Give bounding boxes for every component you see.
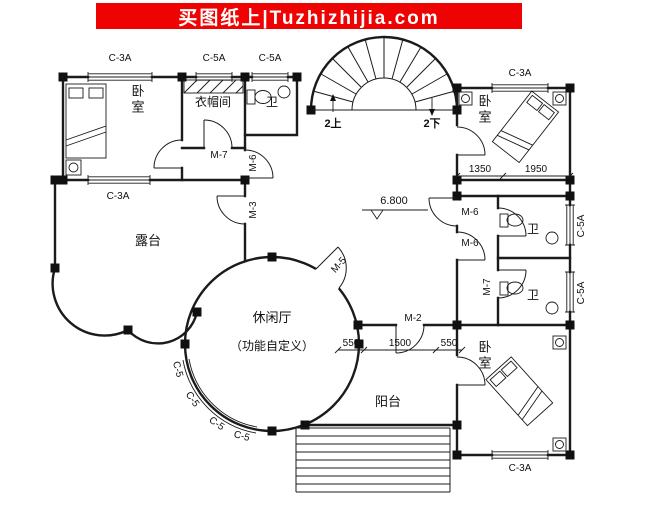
door-m3-terrace <box>216 195 246 225</box>
window-c3a-terrace <box>87 175 151 185</box>
label-bedroom-bottomright: 卧室 <box>477 340 492 372</box>
label-stair-up: 2上 <box>324 116 341 130</box>
sink-icon <box>545 301 559 315</box>
dim-550-right: 550 <box>441 338 458 349</box>
dim-1950: 1950 <box>525 164 548 175</box>
label-leisure-note: （功能自定义） <box>230 338 314 353</box>
steps-icon <box>295 427 451 493</box>
window-c3a-bottom <box>491 450 549 460</box>
code-m7-right: M-7 <box>482 278 493 296</box>
label-cloakroom: 衣帽间 <box>195 94 231 109</box>
door-m7-bath-lower <box>497 269 527 299</box>
door-m7-cloakroom <box>203 119 233 149</box>
code-c5a-top1: C-5A <box>203 53 226 64</box>
window-c5a-right2 <box>565 271 575 313</box>
code-c5-arc1: C-5 <box>170 360 185 379</box>
door-bedroom-topleft <box>153 139 183 169</box>
label-bath-right1: 卫 <box>527 222 539 236</box>
door-bedroom-topright <box>456 126 486 156</box>
labels: 卧室 衣帽间 卫 卧室 卧室 露台 休闲厅 （功能自定义） 阳台 卫 卫 2上 … <box>107 53 587 474</box>
bed-icon-topright <box>491 90 560 164</box>
dim-1350: 1350 <box>469 164 492 175</box>
stair-treads <box>312 37 456 103</box>
bed-icon-bottomright <box>485 356 554 427</box>
dim-550-left: 550 <box>343 338 360 349</box>
nightstand-icon <box>552 91 567 106</box>
door-m2-balcony <box>395 324 425 354</box>
nightstand-icon <box>552 335 567 350</box>
door-m6-right-a <box>428 197 458 227</box>
window-c5a-right1 <box>565 204 575 246</box>
toilet-icon-bath2 <box>499 281 559 315</box>
furniture <box>65 79 574 493</box>
watermark-text: 买图纸上|Tuzhizhijia.com <box>178 7 440 29</box>
label-leisure-hall: 休闲厅 <box>252 310 291 325</box>
label-level: 6.800 <box>380 195 408 207</box>
code-c3a-topright: C-3A <box>509 68 532 79</box>
toilet-icon-top-bath <box>246 85 291 105</box>
wardrobe-icon <box>183 79 244 94</box>
label-bedroom-topleft: 卧室 <box>130 84 145 116</box>
code-c3a-topleft: C-3A <box>109 53 132 64</box>
windows <box>87 72 575 460</box>
label-bath-top: 卫 <box>266 95 278 109</box>
watermark-banner: 买图纸上|Tuzhizhijia.com <box>96 3 522 29</box>
nightstand-icon <box>552 437 567 452</box>
code-m3: M-3 <box>248 201 259 219</box>
door-bedroom-bottomright <box>456 356 486 386</box>
label-bath-right2: 卫 <box>527 288 539 302</box>
sink-icon <box>545 231 559 245</box>
code-c5a-top2: C-5A <box>259 53 282 64</box>
code-m2: M-2 <box>404 313 422 324</box>
window-c5a-top2 <box>251 72 289 82</box>
code-m6-right-a: M-6 <box>461 207 479 218</box>
dimension-lines <box>334 172 574 354</box>
door-m6-left <box>244 149 274 179</box>
curved-window-band <box>182 358 258 434</box>
window-c3a-topleft <box>87 72 153 82</box>
label-stair-down: 2下 <box>423 117 440 130</box>
sink-icon <box>277 85 291 99</box>
code-c5-arc4: C-5 <box>232 429 251 444</box>
bed-icon-topleft <box>65 83 107 176</box>
label-terrace: 露台 <box>135 233 161 248</box>
code-c3a-bottom: C-3A <box>509 463 532 474</box>
code-c5a-right1: C-5A <box>576 214 587 237</box>
code-c5a-right2: C-5A <box>576 281 587 304</box>
code-m6-right-b: M-6 <box>461 238 479 249</box>
nightstand-icon <box>458 91 473 106</box>
window-c3a-topright <box>491 83 549 93</box>
staircase <box>311 37 457 116</box>
level-marker-icon <box>362 209 428 220</box>
code-m6-left: M-6 <box>248 154 259 172</box>
window-c5a-top1 <box>195 72 233 82</box>
code-c3a-terrace: C-3A <box>107 191 130 202</box>
door-bath-upper <box>497 207 527 237</box>
code-m7-cloakroom: M-7 <box>210 150 228 161</box>
door-m6-right-b <box>456 231 486 261</box>
toilet-icon-bath1 <box>499 213 559 245</box>
door-m5-hall <box>315 246 347 289</box>
label-bedroom-topright: 卧室 <box>477 94 492 126</box>
dim-1500: 1500 <box>389 338 412 349</box>
doors <box>153 119 527 386</box>
label-balcony: 阳台 <box>375 394 401 409</box>
